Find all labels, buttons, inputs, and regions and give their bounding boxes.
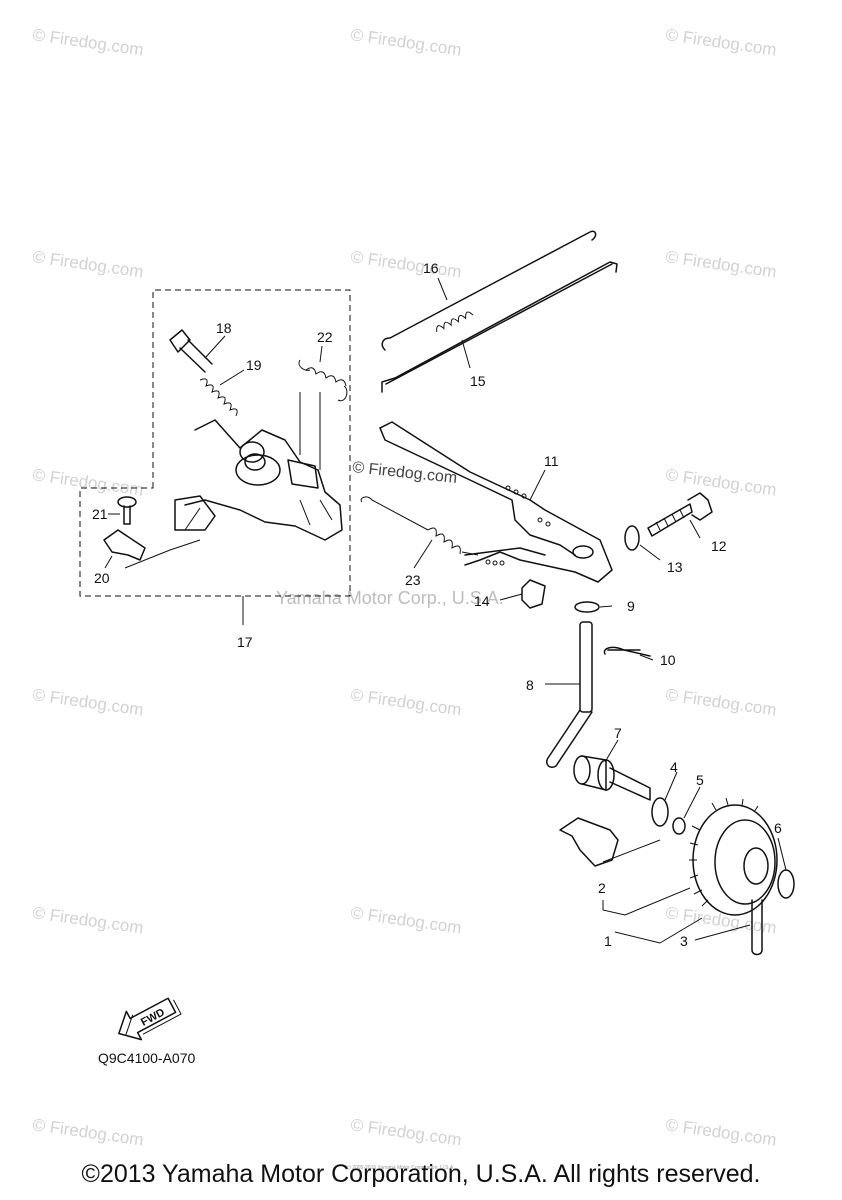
shaft-8 — [545, 621, 593, 769]
callout-14: 14 — [474, 593, 490, 609]
weight-2 — [559, 817, 619, 867]
collar-7 — [573, 755, 651, 801]
spring-23 — [360, 496, 479, 556]
watermark: © Firedog.com — [349, 903, 462, 937]
watermark: © Firedog.com — [349, 685, 462, 719]
spring-22 — [298, 359, 348, 402]
washer-6 — [777, 869, 795, 899]
fwd-arrow: FWD — [118, 997, 182, 1041]
callout-8: 8 — [526, 677, 534, 693]
bracket-20 — [103, 529, 146, 561]
callout-11: 11 — [544, 453, 559, 469]
callout-9: 9 — [627, 598, 635, 614]
callout-19: 19 — [246, 357, 262, 373]
callout-23: 23 — [405, 572, 421, 588]
diagram-code: Q9C4100-A070 — [98, 1050, 196, 1066]
tiny-notice: (c) 2005-2015 Yamaha Motor Corporation, … — [345, 1165, 455, 1171]
watermark: © Firedog.com — [664, 685, 777, 719]
watermark: © Firedog.com — [349, 247, 462, 281]
callout-5: 5 — [696, 772, 704, 788]
callout-4: 4 — [670, 759, 678, 775]
watermark: © Firedog.com — [664, 25, 777, 59]
copyright-footer: ©2013 Yamaha Motor Corporation, U.S.A. A… — [81, 1160, 761, 1188]
callout-6: 6 — [774, 820, 782, 836]
callout-21: 21 — [92, 506, 108, 522]
assembly-17-boundary — [79, 289, 351, 597]
callout-13: 13 — [667, 559, 683, 575]
callout-17: 17 — [237, 634, 253, 650]
washer-9 — [574, 601, 600, 613]
callout-3: 3 — [680, 933, 688, 949]
callout-20: 20 — [94, 570, 110, 586]
screw-18 — [169, 329, 213, 373]
watermark: © Firedog.com — [664, 465, 777, 499]
yamaha-watermark: Yamaha Motor Corp., U.S.A. — [276, 588, 504, 608]
lever-11 — [379, 421, 613, 583]
callout-7: 7 — [614, 725, 622, 741]
pin-3 — [751, 899, 763, 956]
callout-10: 10 — [660, 652, 676, 668]
callout-1: 1 — [604, 933, 612, 949]
watermark: © Firedog.com — [664, 247, 777, 281]
callout-12: 12 — [711, 538, 727, 554]
watermark: © Firedog.com — [349, 25, 462, 59]
watermark: © Firedog.com — [31, 903, 144, 937]
callout-18: 18 — [216, 320, 232, 336]
washer-4 — [651, 797, 669, 827]
watermark: © Firedog.com — [349, 1115, 462, 1149]
callout-labels: 1 2 3 4 5 6 7 8 9 10 11 12 13 14 15 16 1… — [92, 260, 782, 949]
washer-13 — [624, 525, 640, 551]
cotter-pin-10 — [603, 646, 651, 657]
screw-21 — [117, 496, 137, 525]
center-watermark: © Firedog.com — [352, 459, 458, 487]
governor-lever-assembly — [174, 419, 343, 541]
fwd-label: FWD — [139, 1006, 167, 1028]
watermark: © Firedog.com — [31, 465, 144, 499]
watermark: © Firedog.com — [664, 1115, 777, 1149]
leader-lines — [104, 277, 787, 944]
bolt-12 — [647, 492, 713, 537]
watermark: © Firedog.com — [31, 1115, 144, 1149]
nut-14 — [521, 579, 546, 609]
callout-15: 15 — [470, 373, 486, 389]
gear-1 — [689, 797, 778, 916]
callout-22: 22 — [317, 329, 333, 345]
watermark: © Firedog.com — [31, 247, 144, 281]
callout-16: 16 — [423, 260, 439, 276]
watermark: © Firedog.com — [31, 685, 144, 719]
watermark: © Firedog.com — [31, 25, 144, 59]
rod-15 — [381, 261, 618, 393]
callout-2: 2 — [598, 880, 606, 896]
spring-16 — [381, 230, 597, 351]
washer-5 — [672, 817, 686, 835]
spring-19 — [199, 378, 238, 417]
